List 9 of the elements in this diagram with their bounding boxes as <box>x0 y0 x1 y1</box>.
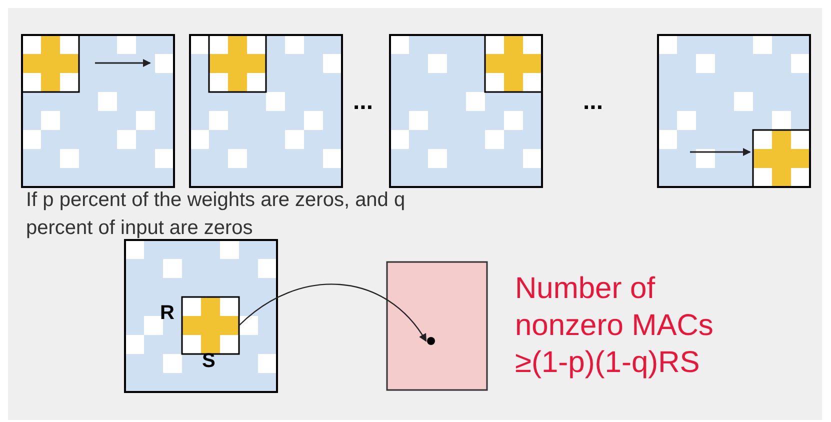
dimension-label: R <box>160 302 174 325</box>
formula-text: Number of nonzero MACs ≥(1-p)(1-q)RS <box>515 271 714 381</box>
kernel-window <box>181 296 240 355</box>
ellipsis: ... <box>583 88 604 116</box>
ellipsis: ... <box>353 88 374 116</box>
description-text: If p percent of the weights are zeros, and q percent of input are zeros <box>26 188 406 241</box>
arrow <box>238 284 427 342</box>
output-dot <box>427 337 435 345</box>
output-box <box>386 261 488 391</box>
